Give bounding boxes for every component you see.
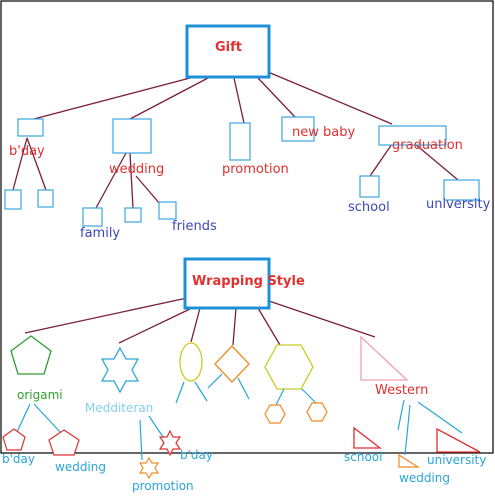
gift-root-label: Gift — [215, 40, 242, 55]
diagram-frame — [0, 0, 494, 454]
friends-label: friends — [172, 219, 217, 234]
bday-label: b'day — [9, 144, 45, 159]
university-box — [443, 179, 480, 201]
med-bday-star — [158, 429, 182, 457]
origami-pentagon — [10, 335, 52, 375]
origami-label: origami — [17, 388, 63, 402]
hexagon-edges — [275, 388, 317, 406]
new-baby-label: new baby — [292, 125, 355, 140]
origami-bday-label: b'day — [2, 452, 35, 466]
wrapping-edges — [24, 297, 376, 346]
bday-child-box-2 — [37, 189, 54, 208]
school-box — [359, 175, 380, 198]
bday-box — [17, 118, 44, 137]
mediterranean-label: Medditeran — [85, 401, 153, 415]
hexagon-shape — [264, 344, 314, 390]
university-label: university — [426, 197, 491, 212]
bday-child-box-1 — [4, 189, 22, 210]
oval-edges — [175, 381, 208, 404]
med-bday-label: b'day — [180, 448, 213, 462]
family-box — [82, 207, 103, 227]
friends-box — [158, 201, 177, 220]
wedding-label: wedding — [109, 162, 164, 177]
wedding-child-box — [124, 207, 142, 223]
diamond-shape — [214, 345, 250, 383]
hexagon-child-1 — [264, 404, 286, 424]
promotion-label: promotion — [222, 162, 289, 177]
western-school-triangle — [353, 426, 382, 449]
gift-node-boxes — [4, 116, 480, 227]
wrapping-root-label: Wrapping Style — [192, 274, 305, 289]
hexagon-child-2 — [306, 402, 328, 422]
oval-shape — [179, 342, 203, 382]
western-label: Western — [375, 383, 428, 398]
school-label: school — [348, 200, 390, 215]
family-label: family — [80, 226, 120, 241]
gift-root-box — [185, 24, 271, 79]
origami-edges — [16, 403, 63, 435]
western-school-label: school — [344, 450, 382, 464]
med-promotion-star — [138, 456, 160, 480]
wrapping-tree: Wrapping Style origami b'day wedding Med… — [2, 257, 486, 493]
western-university-label: university — [427, 453, 486, 467]
western-wedding-label: wedding — [399, 471, 450, 485]
western-wedding-triangle — [398, 453, 421, 468]
origami-wedding-label: wedding — [55, 460, 106, 474]
graduation-box — [378, 125, 447, 146]
western-triangle — [360, 335, 409, 381]
origami-wedding-pentagon — [48, 429, 80, 456]
western-university-triangle — [436, 427, 481, 453]
med-promotion-label: promotion — [132, 479, 194, 493]
mediterranean-star — [100, 346, 140, 394]
gift-tree: Gift b'day wedding family friends promot… — [4, 24, 491, 241]
gift-edges — [12, 71, 459, 209]
new-baby-box — [281, 116, 315, 142]
origami-bday-pentagon — [2, 428, 26, 451]
graduation-label: graduation — [392, 138, 463, 153]
western-edges — [397, 399, 463, 456]
wrapping-root-box — [183, 257, 271, 310]
promotion-box — [229, 122, 251, 161]
wedding-box — [112, 118, 152, 154]
diamond-edges — [207, 373, 250, 400]
mediterranean-edges — [139, 415, 166, 461]
